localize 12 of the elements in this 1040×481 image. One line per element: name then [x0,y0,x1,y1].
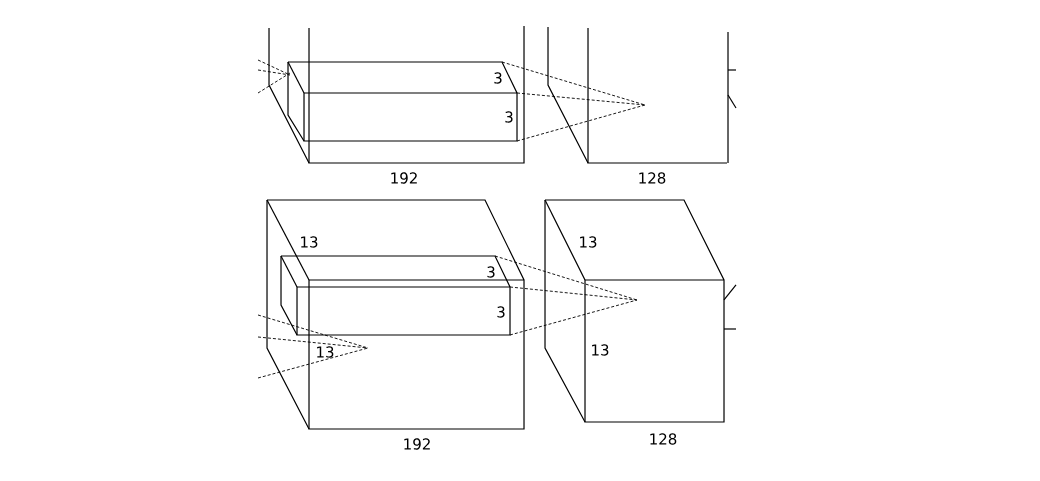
dimension-label: 13 [301,236,318,248]
dimension-label: 3 [487,266,495,278]
dimension-label: 3 [505,111,513,123]
dimension-label: 3 [494,72,502,84]
dimension-label: 3 [497,306,505,318]
dimension-label: 192 [404,438,430,450]
dimension-label: 13 [580,236,597,248]
dimension-label: 128 [650,433,677,445]
dimension-label: 192 [391,172,417,184]
dimension-label: 128 [639,172,666,184]
dimension-label: 13 [317,346,334,358]
dimension-label: 13 [592,344,609,356]
